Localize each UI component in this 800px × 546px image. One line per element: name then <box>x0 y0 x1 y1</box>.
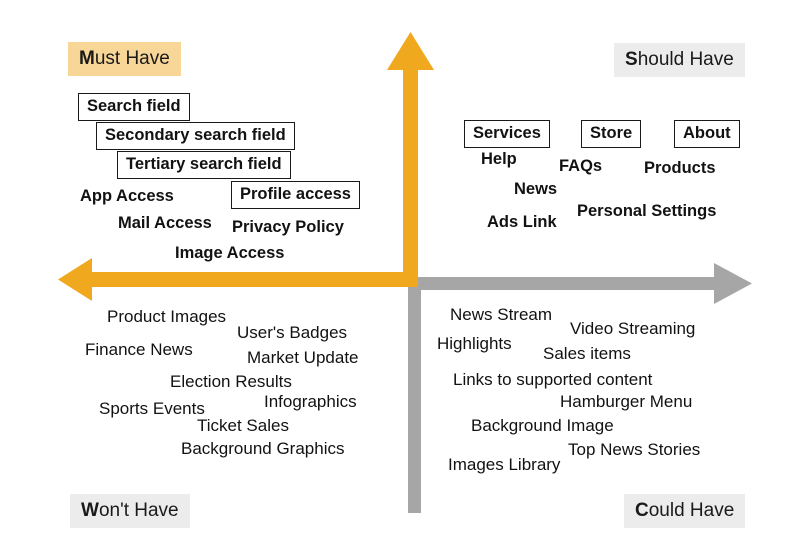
should-have-item[interactable]: Help <box>481 150 517 168</box>
must-have-item[interactable]: Privacy Policy <box>232 218 344 236</box>
must-have-item[interactable]: Mail Access <box>118 214 212 232</box>
quadrant-initial: S <box>625 49 638 70</box>
quadrant-rest: hould Have <box>637 49 734 70</box>
could-have-item[interactable]: Top News Stories <box>568 440 701 459</box>
should-have-item[interactable]: Ads Link <box>487 213 557 231</box>
quadrant-label-must-have: Must Have <box>68 42 181 76</box>
quadrant-initial: C <box>635 500 649 521</box>
should-have-item[interactable]: Products <box>644 159 716 177</box>
could-have-item[interactable]: Sales items <box>543 344 631 363</box>
must-have-item[interactable]: Tertiary search field <box>117 151 291 179</box>
axis-vertical-down <box>408 283 421 513</box>
could-have-item[interactable]: Background Image <box>471 416 614 435</box>
could-have-item[interactable]: Highlights <box>437 334 512 353</box>
should-have-item[interactable]: Services <box>464 120 550 148</box>
quadrant-label-should-have: Should Have <box>614 43 745 77</box>
axis-horizontal-right-shaft <box>412 277 718 290</box>
must-have-item[interactable]: Search field <box>78 93 190 121</box>
wont-have-item[interactable]: Infographics <box>264 392 357 411</box>
must-have-item[interactable]: Image Access <box>175 244 285 262</box>
axis-arrow-right-head <box>714 263 752 304</box>
should-have-item[interactable]: Personal Settings <box>577 202 717 220</box>
wont-have-item[interactable]: Product Images <box>107 307 227 326</box>
could-have-item[interactable]: Links to supported content <box>453 370 653 389</box>
wont-have-item[interactable]: Finance News <box>85 340 193 359</box>
wont-have-item[interactable]: Ticket Sales <box>197 416 289 435</box>
could-have-item[interactable]: Hamburger Menu <box>560 392 693 411</box>
wont-have-item[interactable]: Background Graphics <box>181 439 345 458</box>
quadrant-initial: W <box>81 500 99 521</box>
should-have-item[interactable]: FAQs <box>559 157 603 175</box>
should-have-item[interactable]: Store <box>581 120 642 148</box>
could-have-item[interactable]: Images Library <box>448 455 561 474</box>
could-have-item[interactable]: News Stream <box>450 305 553 324</box>
axis-arrow-left-head <box>58 258 92 301</box>
axis-horizontal-left-shaft <box>88 272 410 287</box>
wont-have-item[interactable]: User's Badges <box>237 323 348 342</box>
quadrant-rest: ust Have <box>94 48 170 69</box>
quadrant-rest: on't Have <box>98 500 179 521</box>
must-have-item[interactable]: Profile access <box>231 181 360 209</box>
should-have-item[interactable]: News <box>514 180 558 198</box>
quadrant-label-wont-have: Won't Have <box>70 494 190 528</box>
wont-have-item[interactable]: Election Results <box>170 372 292 391</box>
could-have-item[interactable]: Video Streaming <box>570 319 696 338</box>
should-have-item[interactable]: About <box>674 120 740 148</box>
axis-vertical-up-shaft <box>403 62 418 287</box>
must-have-item[interactable]: Secondary search field <box>96 122 295 150</box>
quadrant-label-could-have: Could Have <box>624 494 746 528</box>
wont-have-item[interactable]: Sports Events <box>99 399 205 418</box>
wont-have-item[interactable]: Market Update <box>247 348 359 367</box>
quadrant-initial: M <box>79 48 95 69</box>
axis-arrow-up-head <box>387 32 434 70</box>
quadrant-rest: ould Have <box>648 500 735 521</box>
must-have-item[interactable]: App Access <box>80 187 174 205</box>
